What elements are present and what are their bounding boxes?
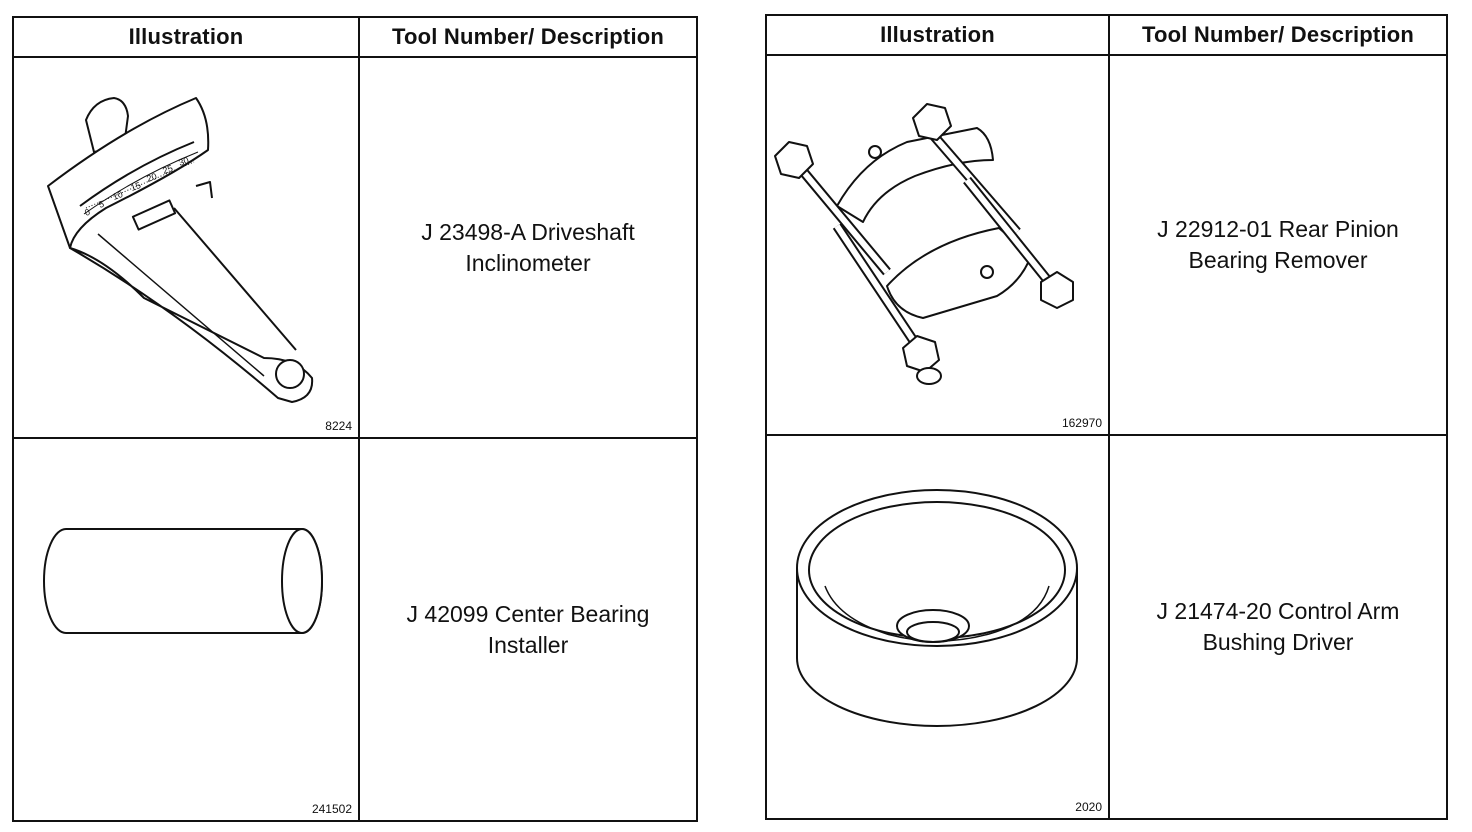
illustration-cell: 241502 bbox=[12, 437, 360, 822]
tool-table-left: Illustration Tool Number/ Description bbox=[12, 16, 698, 822]
table-row: 162970 J 22912-01 Rear Pinion Bearing Re… bbox=[765, 54, 1448, 436]
illustration-cell: 2020 bbox=[765, 434, 1110, 820]
table-header-row: Illustration Tool Number/ Description bbox=[765, 14, 1448, 56]
tool-description-line2: Bushing Driver bbox=[1202, 629, 1354, 655]
tool-description-line2: Inclinometer bbox=[465, 249, 591, 276]
svg-text:25: 25 bbox=[161, 163, 174, 176]
figure-number: 162970 bbox=[1061, 416, 1102, 430]
tool-description-cell: J 23498-A Driveshaft Inclinometer bbox=[358, 56, 698, 439]
figure-number: 2020 bbox=[1075, 800, 1102, 814]
svg-text:10: 10 bbox=[111, 189, 124, 202]
svg-text:30: 30 bbox=[177, 155, 190, 168]
figure-number: 241502 bbox=[311, 802, 352, 816]
tool-description-line2: Installer bbox=[487, 631, 569, 658]
center-bearing-installer-icon bbox=[43, 528, 323, 634]
header-tool-description: Tool Number/ Description bbox=[1108, 14, 1448, 56]
tool-table-right: Illustration Tool Number/ Description bbox=[765, 14, 1448, 820]
tool-description-cell: J 22912-01 Rear Pinion Bearing Remover bbox=[1108, 54, 1448, 436]
table-row: 241502 J 42099 Center Bearing Installer bbox=[12, 437, 698, 822]
tool-description-line1: J 21474-20 Control Arm bbox=[1156, 598, 1400, 624]
driveshaft-inclinometer-icon: 0 5 10 15 20 25 30 bbox=[47, 97, 314, 403]
illustration-cell: 0 5 10 15 20 25 30 8224 bbox=[12, 56, 360, 439]
header-illustration: Illustration bbox=[12, 16, 360, 58]
tool-description-line1: J 22912-01 Rear Pinion bbox=[1157, 216, 1399, 242]
header-tool-description: Tool Number/ Description bbox=[358, 16, 698, 58]
svg-text:5: 5 bbox=[97, 199, 105, 210]
tool-description-line2: Bearing Remover bbox=[1188, 247, 1368, 273]
table-row: 2020 J 21474-20 Control Arm Bushing Driv… bbox=[765, 434, 1448, 820]
svg-text:20: 20 bbox=[145, 171, 158, 184]
figure-number: 8224 bbox=[325, 419, 352, 433]
table-row: 0 5 10 15 20 25 30 8224 J 23498-A Drives… bbox=[12, 56, 698, 439]
pinion-bearing-remover-icon bbox=[774, 103, 1074, 385]
illustration-cell: 162970 bbox=[765, 54, 1110, 436]
svg-text:0: 0 bbox=[83, 207, 91, 218]
tool-description-cell: J 21474-20 Control Arm Bushing Driver bbox=[1108, 434, 1448, 820]
table-header-row: Illustration Tool Number/ Description bbox=[12, 16, 698, 58]
tool-description-line1: J 42099 Center Bearing bbox=[406, 600, 650, 627]
header-illustration: Illustration bbox=[765, 14, 1110, 56]
tool-description-line1: J 23498-A Driveshaft bbox=[421, 218, 635, 245]
bushing-driver-icon bbox=[796, 489, 1078, 727]
tool-description-cell: J 42099 Center Bearing Installer bbox=[358, 437, 698, 822]
